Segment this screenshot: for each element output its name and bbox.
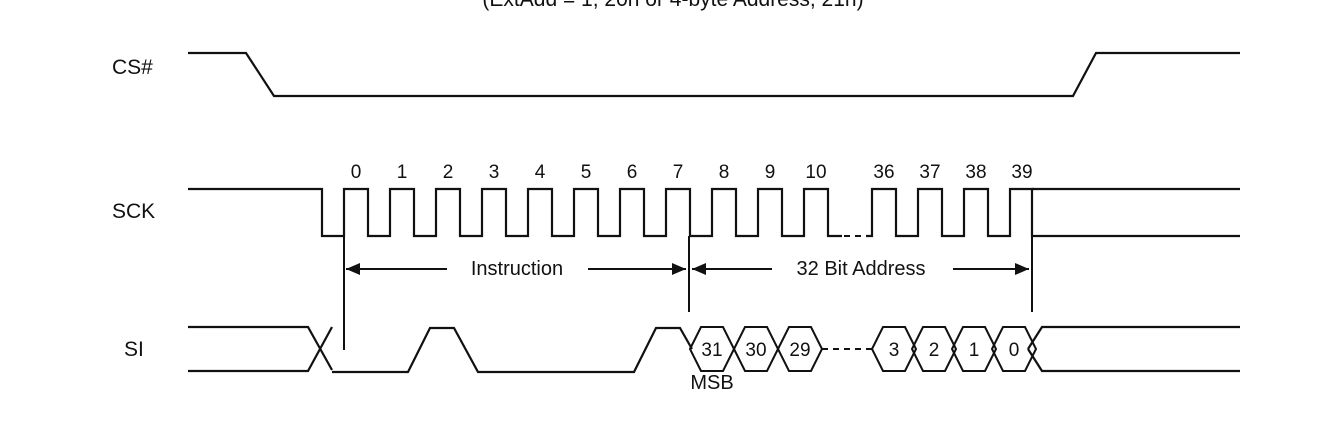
instruction-span-arrow [346, 263, 686, 275]
clock-label: 8 [719, 162, 730, 183]
clock-cycle-labels: 0 1 2 3 4 5 6 7 8 9 10 36 37 38 39 [351, 162, 1033, 183]
msb-label: MSB [690, 372, 733, 394]
clock-label: 3 [489, 162, 500, 183]
clock-label: 6 [627, 162, 638, 183]
address-bit-label: 31 [701, 340, 722, 361]
clock-label: 38 [965, 162, 986, 183]
cs-waveform [188, 51, 1240, 98]
diagram-caption: (ExtAdd = 1, 20h or 4-byte Address, 21h) [482, 0, 863, 11]
clock-label: 0 [351, 162, 362, 183]
clock-label: 39 [1011, 162, 1032, 183]
si-signal-label: SI [124, 338, 144, 361]
clock-label: 9 [765, 162, 776, 183]
address-span-label: 32 Bit Address [797, 258, 926, 280]
address-bit-label: 1 [969, 340, 980, 361]
clock-label: 10 [805, 162, 826, 183]
clock-label: 37 [919, 162, 940, 183]
clock-label: 4 [535, 162, 546, 183]
address-bit-label: 3 [889, 340, 900, 361]
address-bit-label: 2 [929, 340, 940, 361]
instruction-span-label: Instruction [471, 258, 563, 280]
cs-signal-label: CS# [112, 56, 153, 79]
clock-label: 5 [581, 162, 592, 183]
sck-waveform [188, 187, 1240, 238]
address-span-arrow [692, 263, 1029, 275]
si-waveform: 31 30 29 3 2 1 0 [188, 325, 1240, 374]
clock-label: 2 [443, 162, 454, 183]
clock-label: 1 [397, 162, 408, 183]
clock-label: 7 [673, 162, 684, 183]
address-bit-label: 29 [789, 340, 810, 361]
address-bit-label: 0 [1009, 340, 1020, 361]
sck-signal-label: SCK [112, 200, 155, 223]
clock-label: 36 [873, 162, 894, 183]
address-bit-label: 30 [745, 340, 766, 361]
